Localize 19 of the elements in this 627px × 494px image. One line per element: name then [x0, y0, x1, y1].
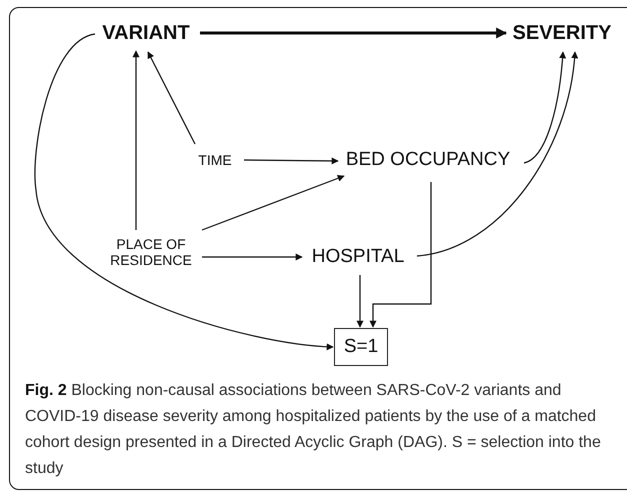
- variable-label: HOSPITAL: [306, 243, 410, 271]
- arrow: [524, 51, 566, 164]
- arrow: [356, 275, 364, 328]
- variable-label: TIME: [190, 150, 240, 170]
- figure-caption: Fig. 2 Blocking non-causal associations between SARS-CoV-2 variants and COVID-19 disease severity among hospitalized patients by the use of a matched cohort design presented in a Directed Acyclic Graph (DAG). S = selection into the study: [25, 381, 602, 479]
- variable-label: VARIANT: [100, 20, 192, 46]
- arrow: [370, 182, 432, 328]
- arrow: [132, 50, 140, 230]
- arrow: [147, 51, 196, 144]
- variable-label: SEVERITY: [510, 20, 614, 46]
- arrow: [416, 51, 578, 257]
- arrow: [200, 28, 508, 38]
- arrow: [244, 157, 339, 164]
- arrow: [34, 33, 334, 350]
- selection-box: S=1: [334, 328, 388, 366]
- variable-label: PLACE OF RESIDENCE: [103, 233, 199, 271]
- arrow: [202, 174, 345, 231]
- arrow: [202, 254, 303, 260]
- variable-label: BED OCCUPANCY: [340, 146, 516, 174]
